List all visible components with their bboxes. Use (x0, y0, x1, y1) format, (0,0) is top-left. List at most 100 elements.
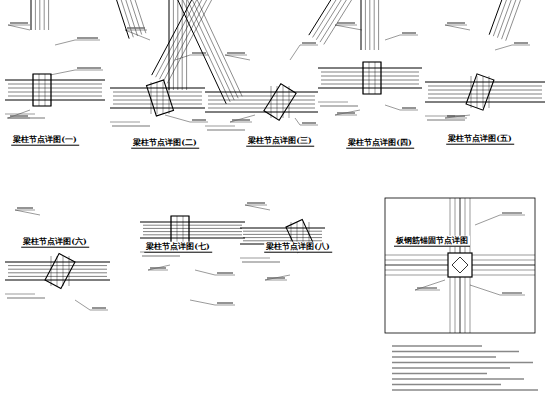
drawing-line (192, 119, 206, 120)
drawing-line (300, 125, 318, 126)
drawing-line (230, 122, 252, 123)
drawing-line (295, 118, 300, 125)
drawing-line (335, 110, 360, 115)
drawing-line (113, 100, 202, 101)
drawing-line (471, 76, 472, 108)
drawing-line (171, 216, 172, 244)
drawing-line (477, 76, 478, 108)
drawing-line (15, 210, 35, 211)
drawing-line (189, 0, 242, 96)
drawing-line (125, 30, 150, 40)
drawing-line (113, 96, 202, 97)
drawing-line (5, 100, 105, 101)
drawing-line (374, 0, 375, 50)
drawing-line (181, 0, 234, 100)
drawing-line (489, 76, 490, 108)
drawing-line (8, 272, 107, 273)
detail-title: 梁柱节点详图(七) (144, 242, 212, 253)
drawing-line (400, 110, 418, 111)
drawing-line (475, 215, 500, 225)
drawing-line (243, 234, 322, 235)
drawing-line (205, 92, 318, 93)
drawing-line (127, 27, 145, 28)
drawing-line (8, 25, 30, 26)
drawing-line (5, 262, 110, 263)
drawing-line (177, 0, 230, 102)
drawing-line (10, 22, 28, 23)
drawing-line (157, 82, 158, 114)
beam-column-detail (5, 0, 226, 310)
drawing-line (107, 0, 142, 35)
drawing-line (150, 267, 166, 268)
drawing-line (283, 86, 284, 118)
drawing-line (277, 86, 278, 118)
drawing-line (425, 116, 455, 117)
drawing-line (445, 25, 467, 26)
drawing-line (225, 55, 247, 56)
drawing-line (335, 25, 362, 30)
drawing-line (427, 119, 465, 120)
drawing-line (506, 0, 547, 41)
drawing-line (324, 0, 385, 44)
drawing-line (148, 270, 168, 271)
drawing-line (33, 74, 34, 106)
drawing-line (385, 35, 400, 40)
drawing-line (190, 55, 208, 56)
drawing-line (39, 74, 40, 106)
drawing-line (512, 45, 530, 46)
drawing-line (15, 210, 40, 215)
drawing-line (8, 265, 107, 266)
drawing-line (55, 40, 75, 45)
drawing-line (425, 82, 545, 83)
drawing-line (189, 216, 190, 244)
detail-title: 梁柱节点详图(一) (11, 135, 79, 146)
drawing-line (245, 205, 270, 210)
drawing-line (75, 300, 90, 310)
detail-title: 梁柱节点详图(六) (21, 237, 89, 248)
drawing-line (39, 0, 40, 30)
drawing-line (50, 70, 75, 75)
slab-outline (385, 198, 535, 333)
drawing-line (143, 231, 242, 232)
node-plate (466, 74, 494, 110)
drawing-line (428, 94, 542, 95)
drawing-line (502, 0, 543, 39)
drawing-line (140, 222, 245, 223)
drawing-line (392, 378, 524, 379)
drawing-line (152, 0, 211, 75)
drawing-line (95, 0, 130, 39)
drawing-line (143, 228, 242, 229)
drawing-line (243, 231, 322, 232)
drawing-line (402, 107, 416, 108)
drawing-line (245, 205, 267, 206)
drawing-line (290, 45, 300, 60)
drawing-line (415, 280, 445, 290)
drawing-line (17, 207, 33, 208)
drawing-line (173, 0, 174, 90)
drawing-line (185, 0, 238, 98)
drawing-line (369, 62, 370, 94)
drawing-line (242, 261, 280, 262)
drawing-line (363, 62, 364, 94)
drawing-line (8, 269, 107, 270)
drawing-line (143, 225, 242, 226)
drawing-line (230, 115, 255, 122)
drawing-line (335, 25, 357, 26)
detail-title: 梁柱节点详图(八) (264, 242, 332, 253)
drawing-line (320, 105, 358, 106)
drawing-line (400, 35, 418, 36)
drawing-line (8, 92, 102, 93)
drawing-line (140, 238, 245, 239)
drawing-line (177, 216, 178, 244)
drawing-line (500, 295, 525, 296)
drawing-line (392, 351, 519, 352)
drawing-line (208, 108, 315, 109)
drawing-line (45, 74, 46, 106)
drawing-line (321, 80, 419, 81)
drawing-line (192, 52, 206, 53)
drawing-line (5, 294, 35, 295)
drawing-line (90, 310, 108, 311)
drawing-line (271, 86, 272, 118)
drawing-line (335, 115, 357, 116)
drawing-line (240, 258, 270, 259)
